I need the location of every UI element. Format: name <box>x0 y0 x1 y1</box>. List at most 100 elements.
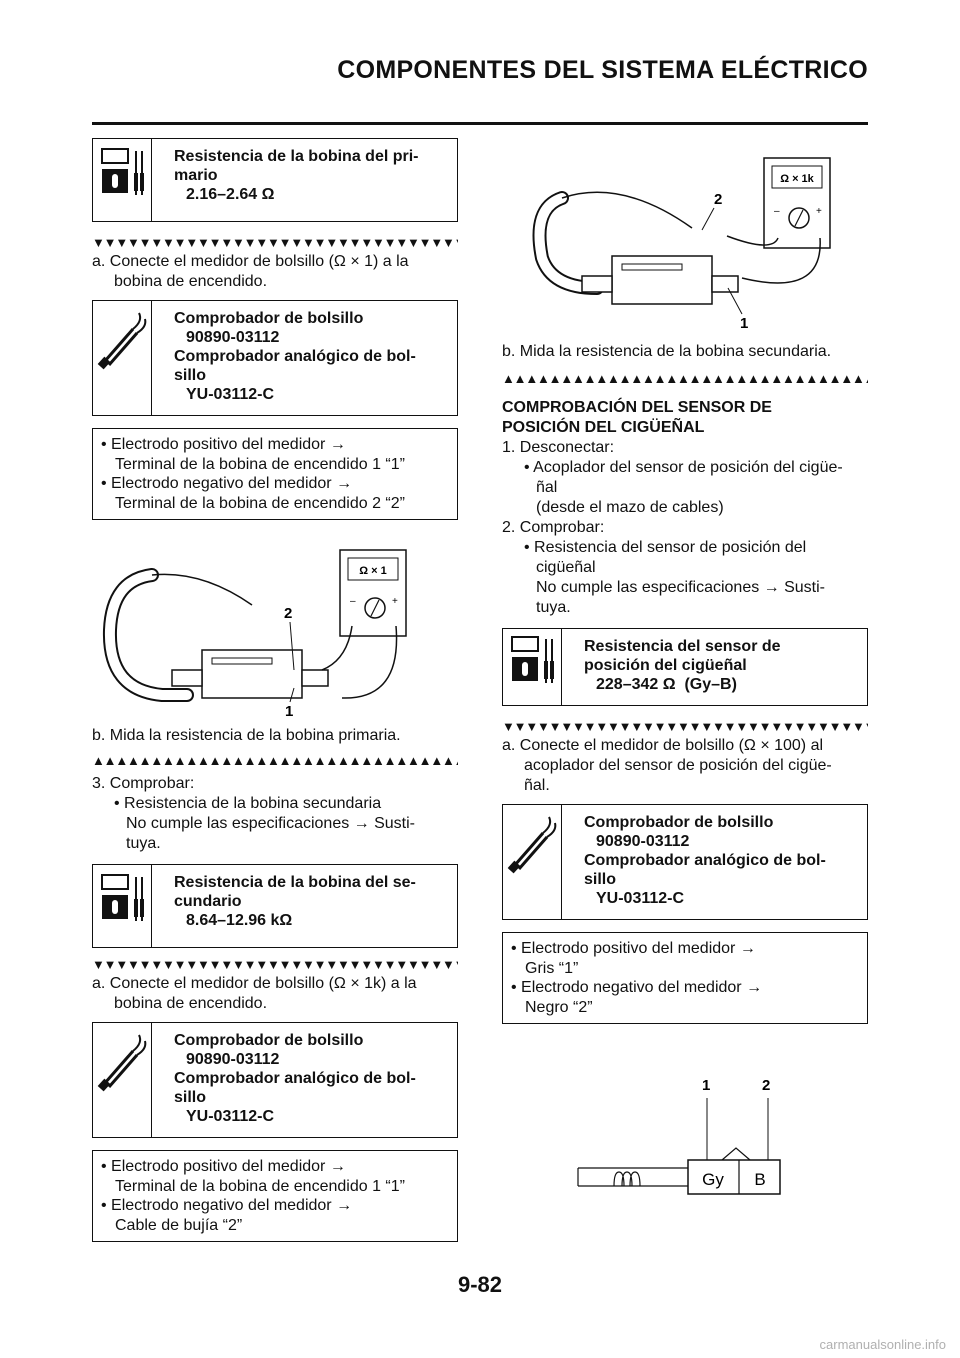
right-column: Ω × 1k – + 2 1 b. Mida la resistencia de… <box>502 138 868 1208</box>
tool-code: 90890-03112 <box>186 1051 280 1068</box>
header-rule <box>92 122 868 125</box>
step-a-secondary: a. Conecte el medidor de bolsillo (Ω × 1… <box>92 974 458 1014</box>
left-column: Resistencia de la bobina del pri- mario … <box>92 138 458 1242</box>
tool-code-alt: YU-03112-C <box>596 890 685 907</box>
tool-code-alt: YU-03112-C <box>186 1108 275 1125</box>
tool-box-2: Comprobador de bolsillo 90890-03112 Comp… <box>92 1022 458 1138</box>
check-item: • Resistencia de la bobina secundaria <box>114 795 382 812</box>
meter-range-label: Ω × 1 <box>359 565 386 577</box>
section-heading: COMPROBACIÓN DEL SENSOR DE POSICIÓN DEL … <box>502 398 868 438</box>
check-3: 3. Comprobar: • Resistencia de la bobina… <box>92 774 458 854</box>
step-text-cont: bobina de encendido. <box>114 273 268 290</box>
step-b-secondary: b. Mida la resistencia de la bobina secu… <box>502 343 832 360</box>
multimeter-spec-icon <box>503 629 562 705</box>
probe-line: Terminal de la bobina de encendido 2 “2” <box>115 494 405 512</box>
page-header-title: COMPONENTES DEL SISTEMA ELÉCTRICO <box>337 56 868 84</box>
step-text: a. Conecte el medidor de bolsillo (Ω × 1… <box>92 253 409 270</box>
step-text: a. Conecte el medidor de bolsillo (Ω × 1… <box>92 975 417 992</box>
check-step: 3. Comprobar: <box>92 775 195 792</box>
triangle-row-up: ▲▲▲▲▲▲▲▲▲▲▲▲▲▲▲▲▲▲▲▲▲▲▲▲▲▲▲▲▲▲▲▲▲ <box>502 372 868 386</box>
heading-line: COMPROBACIÓN DEL SENSOR DE <box>502 399 772 416</box>
callout-2: 2 <box>762 1077 770 1094</box>
pin-gy-label: Gy <box>702 1170 724 1189</box>
spec-title: Resistencia del sensor de posición del c… <box>584 638 781 674</box>
callout-2: 2 <box>714 191 722 208</box>
sensor-steps: 1. Desconectar: • Acoplador del sensor d… <box>502 438 868 618</box>
tool-box-1: Comprobador de bolsillo 90890-03112 Comp… <box>92 300 458 416</box>
probe-box-2: • Electrodo positivo del medidor → Termi… <box>92 1150 458 1242</box>
step-a-primary: a. Conecte el medidor de bolsillo (Ω × 1… <box>92 252 458 292</box>
triangle-row-down: ▼▼▼▼▼▼▼▼▼▼▼▼▼▼▼▼▼▼▼▼▼▼▼▼▼▼▼▼▼▼▼▼▼ <box>92 958 458 972</box>
tool-name-alt: Comprobador analógico de bol- sillo <box>584 852 826 888</box>
spec-box-sensor: Resistencia del sensor de posición del c… <box>502 628 868 706</box>
pliers-tool-icon <box>503 805 562 919</box>
pliers-tool-icon <box>93 1023 152 1137</box>
probe-box-3: • Electrodo positivo del medidor → Gris … <box>502 932 868 1024</box>
tool-name-alt: Comprobador analógico de bol- sillo <box>174 348 416 384</box>
pin-b-label: B <box>754 1170 765 1189</box>
step-line: 1. Desconectar: <box>502 439 615 456</box>
probe-line: • Electrodo positivo del medidor → <box>101 436 346 453</box>
tool-name: Comprobador de bolsillo <box>174 310 364 327</box>
meter-minus-label: – <box>774 206 780 217</box>
step-line: tuya. <box>536 599 571 616</box>
check-item-cont: tuya. <box>126 835 161 852</box>
probe-line: • Electrodo positivo del medidor → <box>101 1158 346 1175</box>
triangle-row-down: ▼▼▼▼▼▼▼▼▼▼▼▼▼▼▼▼▼▼▼▼▼▼▼▼▼▼▼▼▼▼▼▼▼ <box>502 720 868 734</box>
tool-name: Comprobador de bolsillo <box>174 1032 364 1049</box>
tool-box-3: Comprobador de bolsillo 90890-03112 Comp… <box>502 804 868 920</box>
callout-1: 1 <box>285 703 293 720</box>
spec-title: Resistencia de la bobina del pri- mario <box>174 148 419 184</box>
tool-name: Comprobador de bolsillo <box>584 814 774 831</box>
step-line: (desde el mazo de cables) <box>536 499 724 516</box>
probe-line: Gris “1” <box>525 959 579 977</box>
callout-1: 1 <box>740 315 748 332</box>
meter-plus-label: + <box>392 596 398 607</box>
probe-line: • Electrodo negativo del medidor → <box>101 475 353 492</box>
meter-plus-label: + <box>816 206 822 217</box>
watermark: carmanualsonline.info <box>819 1337 946 1352</box>
meter-range-label: Ω × 1k <box>780 173 814 185</box>
figure-secondary-coil: Ω × 1k – + 2 1 <box>532 157 831 332</box>
multimeter-spec-icon <box>93 139 152 221</box>
step-line: 2. Comprobar: <box>502 519 605 536</box>
probe-line: • Electrodo negativo del medidor → <box>511 979 763 996</box>
tool-code: 90890-03112 <box>596 833 690 850</box>
tool-code: 90890-03112 <box>186 329 280 346</box>
tool-name-alt: Comprobador analógico de bol- sillo <box>174 1070 416 1106</box>
triangle-row-up: ▲▲▲▲▲▲▲▲▲▲▲▲▲▲▲▲▲▲▲▲▲▲▲▲▲▲▲▲▲▲▲▲▲ <box>92 754 458 768</box>
step-text-cont: ñal. <box>524 777 550 794</box>
step-text-cont: bobina de encendido. <box>114 995 268 1012</box>
tool-code-alt: YU-03112-C <box>186 386 275 403</box>
step-text-cont: acoplador del sensor de posición del cig… <box>524 757 832 774</box>
spec-box-secondary: Resistencia de la bobina del se- cundari… <box>92 864 458 948</box>
spec-title: Resistencia de la bobina del se- cundari… <box>174 874 416 910</box>
pliers-tool-icon <box>93 301 152 415</box>
step-line: ñal <box>536 479 558 496</box>
probe-line: • Electrodo negativo del medidor → <box>101 1197 353 1214</box>
meter-minus-label: – <box>350 596 356 607</box>
spec-box-primary: Resistencia de la bobina del pri- mario … <box>92 138 458 222</box>
probe-line: Cable de bujía “2” <box>115 1216 243 1234</box>
check-item-cont: No cumple las especificaciones → Susti- <box>126 815 416 832</box>
probe-box-1: • Electrodo positivo del medidor → Termi… <box>92 428 458 520</box>
spec-value: 2.16–2.64 Ω <box>186 186 275 203</box>
step-line: • Acoplador del sensor de posición del c… <box>524 459 843 476</box>
probe-line: • Electrodo positivo del medidor → <box>511 940 756 957</box>
figure-primary-coil: Ω × 1 – + 2 1 <box>102 549 407 720</box>
step-text: a. Conecte el medidor de bolsillo (Ω × 1… <box>502 737 824 754</box>
spec-value: 8.64–12.96 kΩ <box>186 912 293 929</box>
page-number: 9-82 <box>457 1272 503 1297</box>
spec-value: 228–342 Ω (Gy–B) <box>596 676 737 693</box>
step-line: No cumple las especificaciones → Susti- <box>536 579 826 596</box>
step-b-primary: b. Mida la resistencia de la bobina prim… <box>92 727 401 744</box>
step-a-sensor: a. Conecte el medidor de bolsillo (Ω × 1… <box>502 736 868 796</box>
probe-line: Terminal de la bobina de encendido 1 “1” <box>115 455 405 473</box>
step-line: • Resistencia del sensor de posición del <box>524 539 807 556</box>
triangle-row-down: ▼▼▼▼▼▼▼▼▼▼▼▼▼▼▼▼▼▼▼▼▼▼▼▼▼▼▼▼▼▼▼▼▼ <box>92 236 458 250</box>
multimeter-spec-icon <box>93 865 152 947</box>
probe-line: Negro “2” <box>525 998 593 1016</box>
callout-1: 1 <box>702 1077 710 1094</box>
step-line: cigüeñal <box>536 559 596 576</box>
probe-line: Terminal de la bobina de encendido 1 “1” <box>115 1177 405 1195</box>
